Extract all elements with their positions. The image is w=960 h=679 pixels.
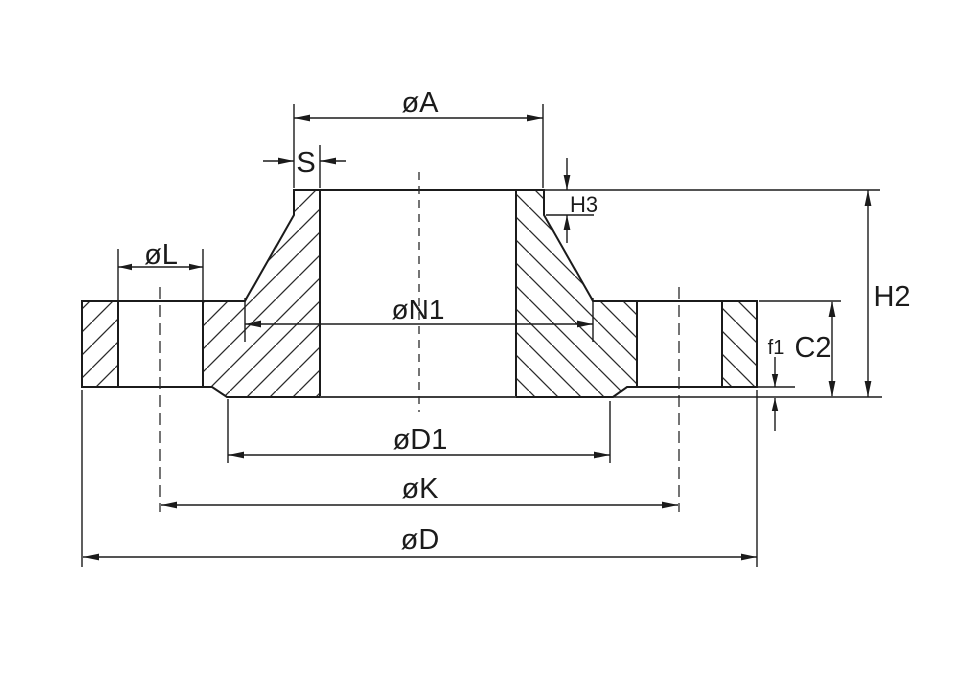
flange-section-body (81, 189, 758, 398)
section-left-hub-wall (202, 189, 321, 398)
label-neck-outer-diameter: øA (401, 87, 439, 119)
label-wall-thickness: S (296, 147, 315, 179)
label-bolt-hole-diameter: øL (144, 239, 178, 271)
label-overall-height: H2 (873, 281, 910, 313)
label-flange-thickness: C2 (794, 332, 831, 364)
label-raised-face-diameter: øD1 (393, 424, 448, 456)
section-right-outer-ring (721, 300, 758, 388)
label-bolt-circle-diameter: øK (401, 473, 439, 505)
label-hub-base-diameter: øN1 (392, 294, 445, 325)
extension-lines (81, 104, 882, 567)
section-right-hub-wall (515, 189, 638, 398)
label-outer-diameter: øD (401, 524, 440, 556)
label-raised-face-height: f1 (768, 337, 785, 359)
section-left-outer-ring (81, 300, 119, 388)
dimension-labels: øA S H3 øL øN1 f1 C2 H2 øD1 øK øD (144, 87, 910, 556)
bolt-hole-centerlines (159, 287, 680, 512)
label-neck-step-height: H3 (570, 192, 598, 217)
